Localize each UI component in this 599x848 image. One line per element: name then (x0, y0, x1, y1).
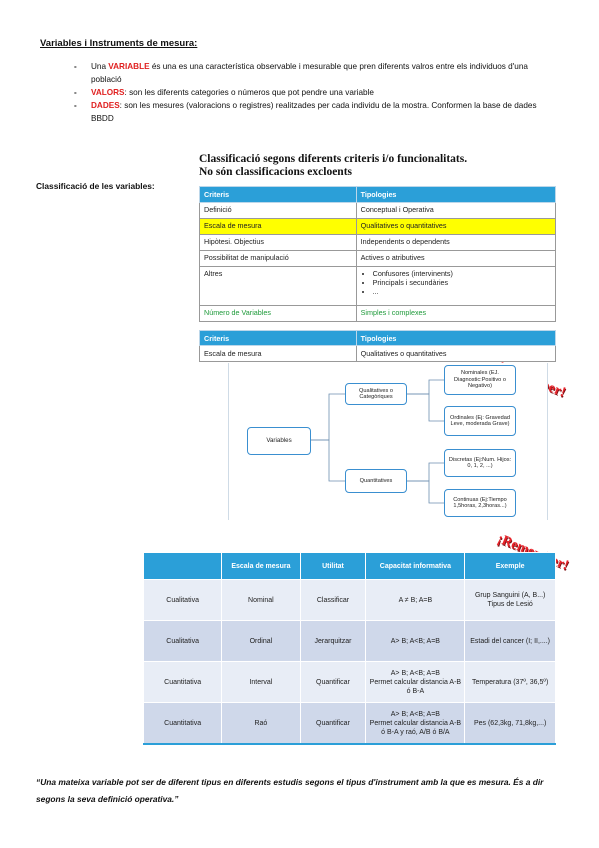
node-nominal: Nominales (EJ. Diagnostic:Positivo o Neg… (444, 365, 516, 395)
keyword-variable: VARIABLE (108, 62, 150, 71)
diagram-connectors (311, 379, 444, 504)
section-title: Variables i Instruments de mesura: (40, 38, 198, 49)
node-ordinal: Ordinales (Ej: Gravedad Leve, moderada G… (444, 406, 516, 436)
node-qualitatives: Qualitatives o Categòriques (345, 383, 407, 405)
closing-quote: “Una mateixa variable pot ser de diferen… (36, 777, 544, 804)
bullet-dades: DADES: son les mesures (valoracions o re… (74, 99, 554, 125)
variables-diagram: Variables Qualitatives o Categòriques Qu… (228, 363, 548, 520)
measurement-scales-table: Escala de mesura Utilitat Capacitat info… (142, 552, 556, 745)
bullet-variable: Una VARIABLE és una es una característic… (74, 60, 554, 86)
node-quantitatives: Quantitatives (345, 469, 407, 493)
keyword-valors: VALORS (91, 88, 125, 97)
node-variables: Variables (247, 427, 311, 455)
table-row: Altres Confusores (intervinents) Princip… (199, 266, 557, 306)
node-discreta: Discretas (Ej:Num. Hijos: 0, 1, 2, ...) (444, 449, 516, 477)
bullet-valors: VALORS: son les diferents categories o n… (74, 86, 554, 99)
definitions-list: Una VARIABLE és una es una característic… (74, 60, 554, 125)
keyword-dades: DADES (91, 101, 120, 110)
classification-heading: Classificació segons diferents criteris … (199, 153, 468, 178)
node-continua: Continuas (Ej:Tiempo 1,5horas, 2,3horas.… (444, 489, 516, 517)
classification-side-label: Classificació de les variables: (36, 181, 155, 191)
